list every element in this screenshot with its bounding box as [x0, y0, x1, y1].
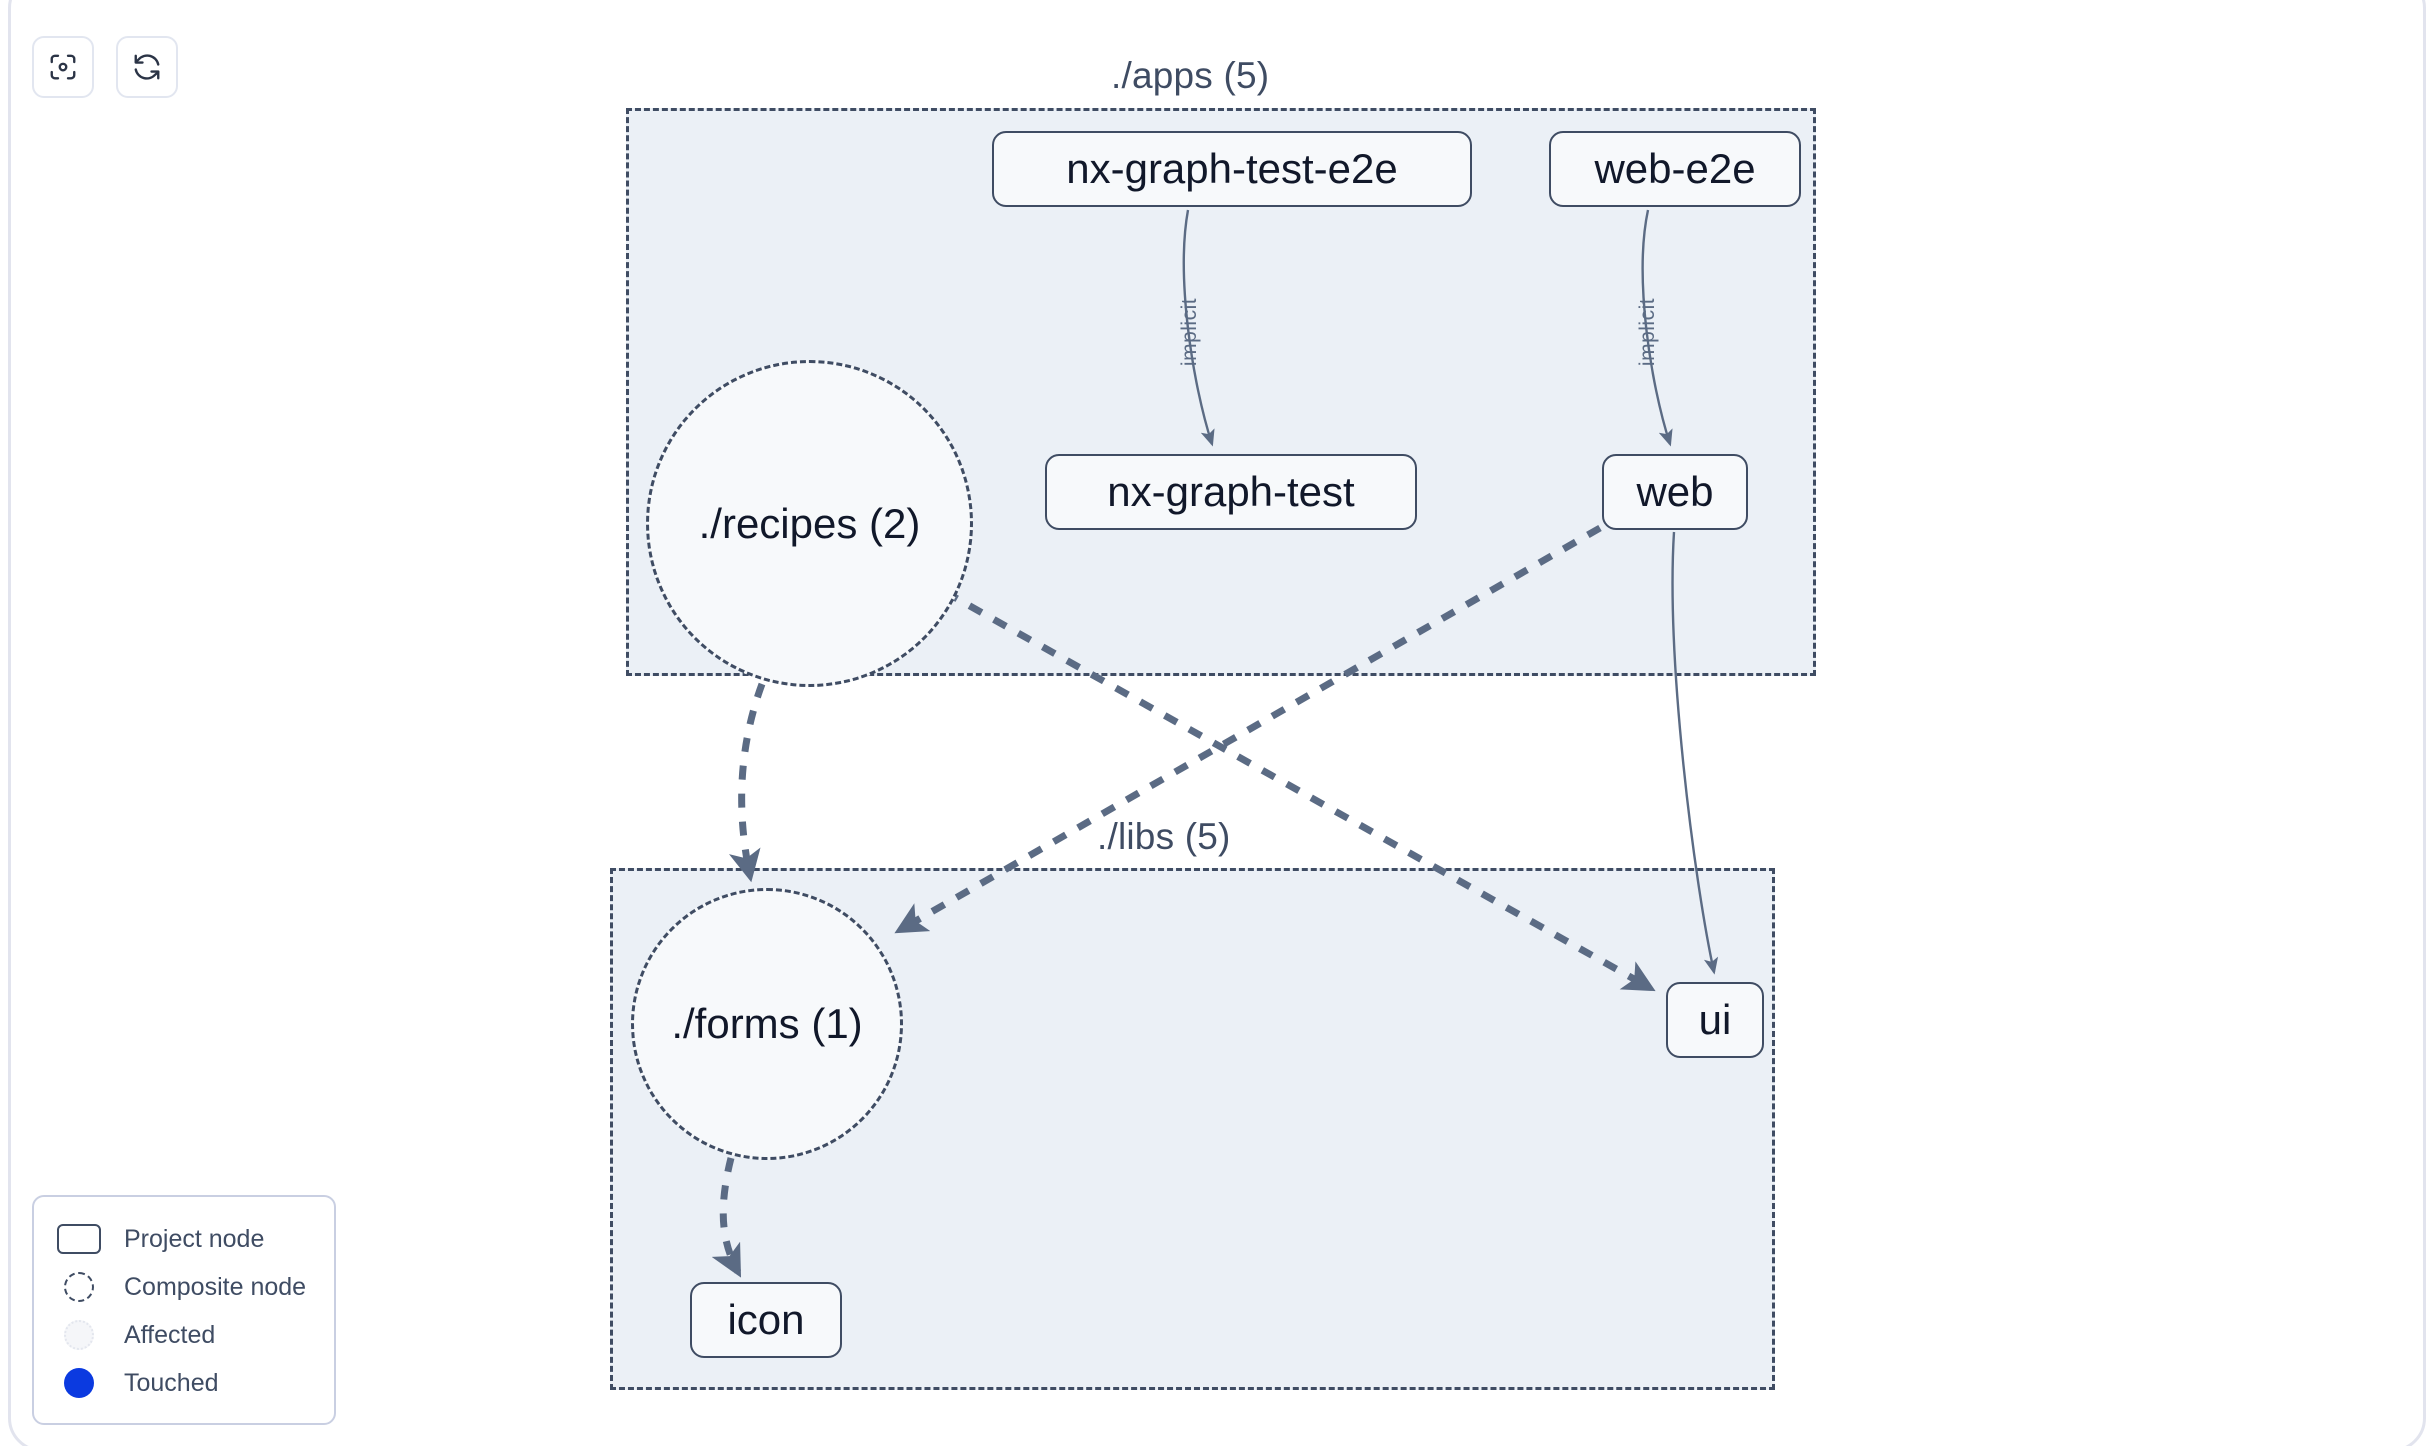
node-nx-graph-test-e2e[interactable]: nx-graph-test-e2e [992, 131, 1472, 207]
graph-legend: Project node Composite node Affected Tou… [32, 1195, 336, 1425]
node-ui[interactable]: ui [1666, 982, 1764, 1058]
node-nx-graph-test[interactable]: nx-graph-test [1045, 454, 1417, 530]
legend-label-composite-node: Composite node [124, 1272, 307, 1301]
composite-node-swatch [56, 1271, 102, 1303]
group-label-apps: ./apps (5) [1111, 55, 1270, 96]
edge-label-implicit-nx-graph-test: implicit [1178, 297, 1201, 367]
legend-item-touched: Touched [56, 1359, 314, 1407]
node-recipes[interactable]: ./recipes (2) [646, 360, 973, 687]
legend-label-touched: Touched [124, 1368, 219, 1397]
legend-item-project-node: Project node [56, 1215, 314, 1263]
edge-recipes-to-forms [728, 682, 766, 883]
legend-label-affected: Affected [124, 1320, 216, 1349]
node-forms[interactable]: ./forms (1) [631, 888, 903, 1160]
focus-graph-button[interactable] [32, 36, 94, 98]
project-node-swatch [56, 1223, 102, 1255]
refresh-graph-button[interactable] [116, 36, 178, 98]
node-web-e2e[interactable]: web-e2e [1549, 131, 1801, 207]
node-icon[interactable]: icon [690, 1282, 842, 1358]
edge-label-implicit-web: implicit [1636, 297, 1659, 367]
graph-toolbar [32, 36, 178, 98]
group-label-libs: ./libs (5) [1097, 816, 1231, 857]
legend-item-affected: Affected [56, 1311, 314, 1359]
legend-label-project-node: Project node [124, 1224, 265, 1253]
refresh-icon [132, 52, 162, 82]
legend-item-composite-node: Composite node [56, 1263, 314, 1311]
touched-swatch [56, 1367, 102, 1399]
node-web[interactable]: web [1602, 454, 1748, 530]
affected-swatch [56, 1319, 102, 1351]
focus-target-icon [48, 52, 78, 82]
